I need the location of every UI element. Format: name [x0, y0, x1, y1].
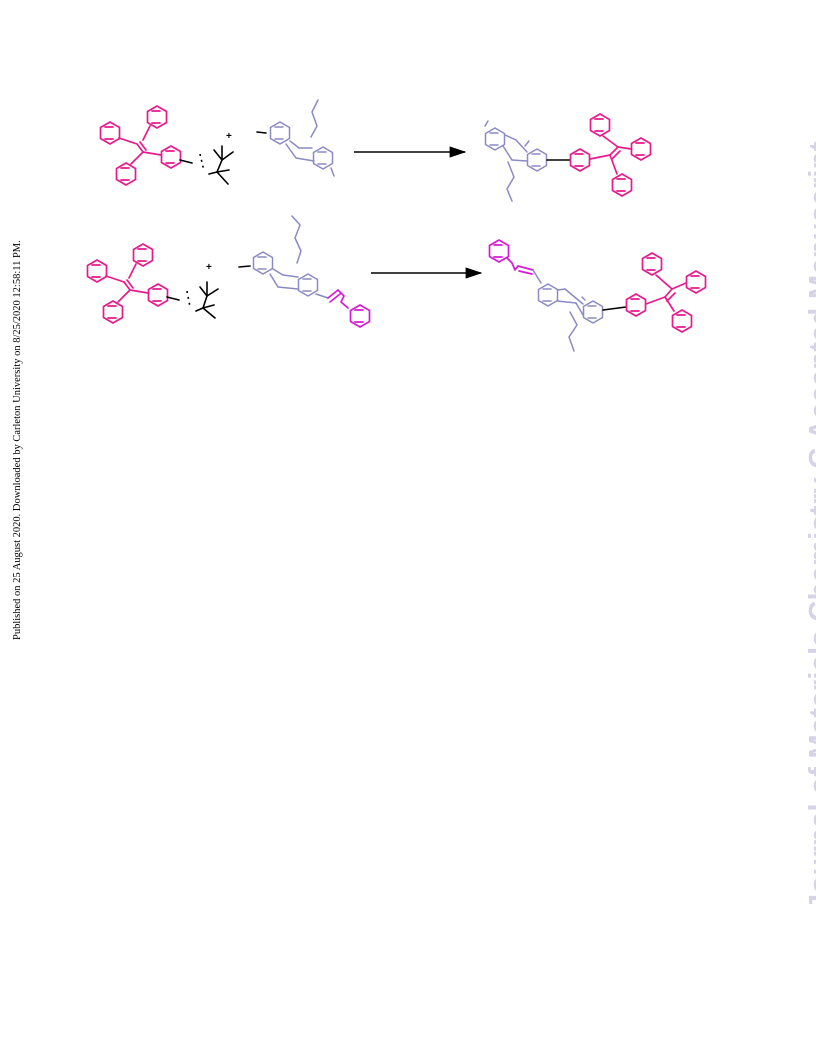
reaction-1: +: [99, 99, 652, 202]
product-2: [488, 239, 707, 352]
product-1: [484, 113, 652, 202]
carbazole-reactant-1: [256, 99, 335, 177]
boron-reagent-2: +: [186, 262, 219, 319]
carbazole-reactant-2: [238, 215, 371, 328]
reagent-charge-1: +: [226, 131, 232, 142]
tpe-group-reactant-1: [99, 105, 193, 186]
reagent-charge-2: +: [206, 262, 212, 273]
reaction-2: +: [86, 215, 707, 352]
tpe-group-reactant-2: [86, 243, 180, 324]
boron-reagent-1: +: [199, 131, 234, 185]
